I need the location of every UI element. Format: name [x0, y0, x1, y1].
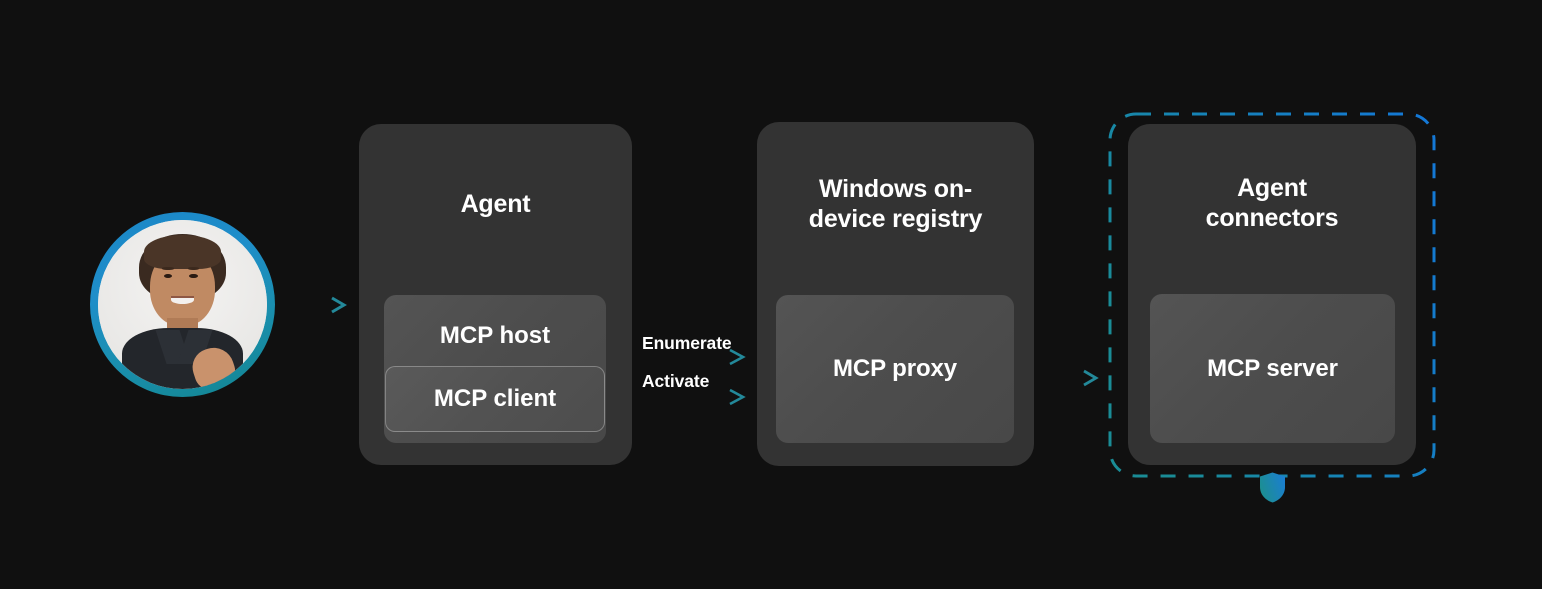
node-windows-registry-title: Windows on-device registry — [808, 175, 983, 233]
mcp-client-label: MCP client — [433, 385, 557, 412]
flow-label-activate: Activate — [642, 371, 710, 391]
mcp-server-label: MCP server — [1207, 354, 1338, 382]
node-agent-connectors[interactable]: Agent connectors MCP server — [1128, 124, 1416, 465]
mcp-server-box[interactable]: MCP server — [1150, 294, 1395, 443]
security-boundary — [1108, 112, 1436, 478]
arrow-registry-to-connectors — [1042, 369, 1104, 387]
node-agent[interactable]: Agent MCP host MCP client — [359, 124, 632, 465]
mcp-host-label: MCP host — [439, 322, 551, 349]
node-agent-inner-mcp-host[interactable]: MCP host MCP client — [384, 295, 606, 443]
node-agent-connectors-title: Agent connectors — [1205, 174, 1339, 232]
mcp-proxy-label: MCP proxy — [832, 355, 958, 382]
node-agent-title: Agent — [460, 190, 531, 218]
arrow-enumerate — [641, 348, 751, 367]
mcp-client-box[interactable]: MCP client — [385, 366, 605, 432]
shield-icon — [1259, 472, 1286, 503]
arrow-user-to-agent — [288, 296, 350, 314]
flow-label-enumerate: Enumerate — [642, 333, 732, 353]
node-windows-registry[interactable]: Windows on-device registry MCP proxy — [757, 122, 1034, 466]
arrow-activate — [641, 388, 751, 407]
mcp-proxy-box[interactable]: MCP proxy — [776, 295, 1014, 443]
user-avatar — [90, 212, 275, 397]
avatar-photo — [98, 220, 267, 389]
